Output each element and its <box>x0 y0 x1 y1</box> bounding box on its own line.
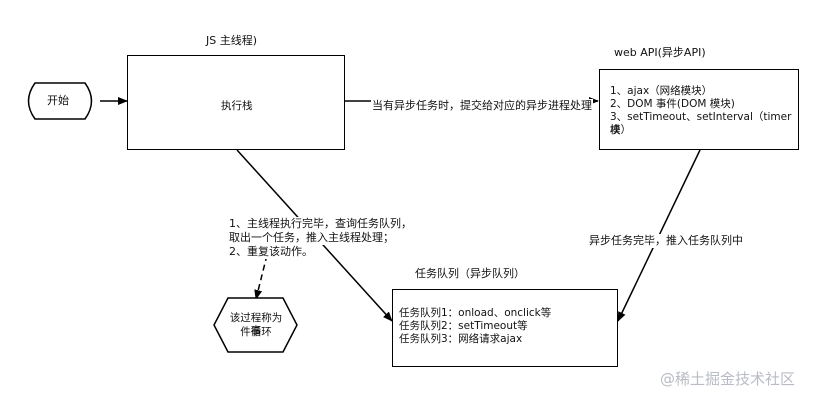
web-api-item: 3、setTimeout、setInterval（timer 模 <box>610 111 792 136</box>
task-queue-item: 任务队列3：网络请求ajax <box>399 333 523 345</box>
start-node-label: 开始 <box>47 94 69 107</box>
web-api-item: 2、DOM 事件(DOM 模块) <box>610 98 735 110</box>
execution-stack-label: 执行栈 <box>221 100 253 112</box>
edge-label-api-to-queue: 异步任务完毕，推入任务队列中 <box>588 234 744 248</box>
task-queue-item: 任务队列1：onload、onclick等 <box>399 307 552 319</box>
task-queue-box: 任务队列1：onload、onclick等 任务队列2：setTimeout等 … <box>392 289 618 367</box>
loop-note-line: 取出一个任务，推入主线程处理； <box>229 231 394 245</box>
event-loop-shape <box>213 297 298 353</box>
task-queue-title: 任务队列（异步队列） <box>415 267 525 280</box>
main-thread-title: JS 主线程) <box>206 34 258 47</box>
start-node-shape <box>27 82 93 120</box>
web-api-item: 1、ajax（网络模块） <box>610 85 713 97</box>
web-api-item: 块） <box>610 124 631 136</box>
edge-dashed-to-event-loop <box>254 254 268 300</box>
watermark: @稀土掘金技术社区 <box>660 370 796 388</box>
event-loop-line: 件循环 <box>240 326 272 338</box>
task-queue-item: 任务队列2：setTimeout等 <box>399 320 528 332</box>
execution-stack-box: 执行栈 <box>127 55 345 150</box>
loop-note-line: 1、主线程执行完毕，查询任务队列， <box>229 217 412 231</box>
edge-label-stack-to-api: 当有异步任务时，提交给对应的异步进程处理 <box>371 99 593 113</box>
event-loop-line: 该过程称为事 <box>229 312 283 337</box>
web-api-title: web API(异步API) <box>614 46 706 59</box>
loop-note-line: 2、重复该动作。 <box>229 245 313 259</box>
web-api-box: 1、ajax（网络模块） 2、DOM 事件(DOM 模块) 3、setTimeo… <box>599 69 799 150</box>
